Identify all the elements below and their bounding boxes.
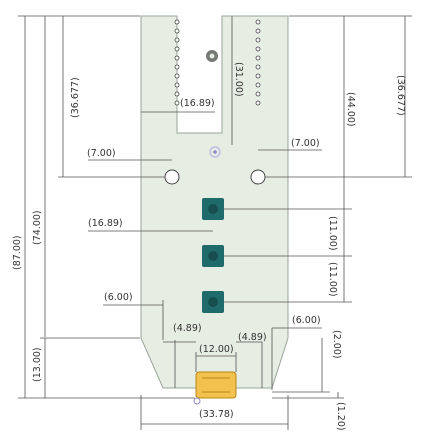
header-pin-hole (255, 73, 261, 79)
header-pin-hole (174, 82, 180, 88)
header-pin-hole (255, 55, 261, 61)
header-pin-hole (255, 37, 261, 43)
tactile-button-1 (202, 198, 224, 220)
header-pins-right (255, 19, 261, 106)
logo-mark-inner-icon (209, 53, 215, 59)
dim-left-bottom-height: (13.00) (32, 347, 43, 382)
dim-button-pitch-2: (11.00) (327, 262, 338, 297)
header-pins-left (174, 19, 180, 106)
mounting-hole-left (164, 169, 180, 185)
tactile-button-2 (202, 245, 224, 267)
dim-taper-right: (6.00) (292, 315, 321, 326)
mounting-hole-right (250, 169, 266, 185)
dim-left-total-height: (87.00) (12, 235, 23, 270)
header-pin-hole (174, 46, 180, 52)
dim-bottom-width: (33.78) (199, 409, 234, 420)
header-pin-hole (174, 28, 180, 34)
header-pin-hole (255, 91, 261, 97)
header-pin-hole (174, 64, 180, 70)
header-pin-hole (255, 64, 261, 70)
usb-connector (195, 371, 237, 399)
center-via-dot-icon (213, 150, 217, 154)
dim-button-offset: (16.89) (88, 218, 123, 229)
dim-left-slot-depth: (36.677) (70, 77, 81, 118)
header-pin-hole (174, 73, 180, 79)
header-pin-hole (174, 37, 180, 43)
center-via-icon (209, 146, 221, 158)
tactile-button-3 (202, 291, 224, 313)
header-pin-hole (174, 19, 180, 25)
dim-right-hole-offset: (7.00) (291, 138, 320, 149)
header-pin-hole (255, 28, 261, 34)
dim-inner-left: (4.89) (173, 323, 202, 334)
dim-connector-width: (12.00) (199, 344, 234, 355)
dim-button-pitch-1: (11.00) (327, 216, 338, 251)
dim-right-upper-height: (44.00) (345, 92, 356, 127)
header-pin-hole (255, 82, 261, 88)
header-pin-hole (174, 100, 180, 106)
dim-bottom-height: (2.00) (331, 330, 342, 359)
dim-slot-depth: (31.00) (233, 62, 244, 97)
header-pin-hole (174, 91, 180, 97)
dim-taper-left: (6.00) (104, 292, 133, 303)
slot-cutout-edge (176, 16, 223, 134)
dim-right-slot-depth: (36.677) (395, 75, 406, 116)
header-pin-hole (255, 19, 261, 25)
dim-center-offset-top: (16.89) (180, 98, 215, 109)
header-pin-hole (174, 55, 180, 61)
dim-connector-depth: (1.20) (335, 402, 346, 431)
dim-inner-right: (4.89) (238, 332, 267, 343)
connector-via-icon (193, 397, 201, 405)
dim-left-main-height: (74.00) (32, 210, 43, 245)
header-pin-hole (255, 100, 261, 106)
dim-left-hole-offset: (7.00) (87, 148, 116, 159)
header-pin-hole (255, 46, 261, 52)
